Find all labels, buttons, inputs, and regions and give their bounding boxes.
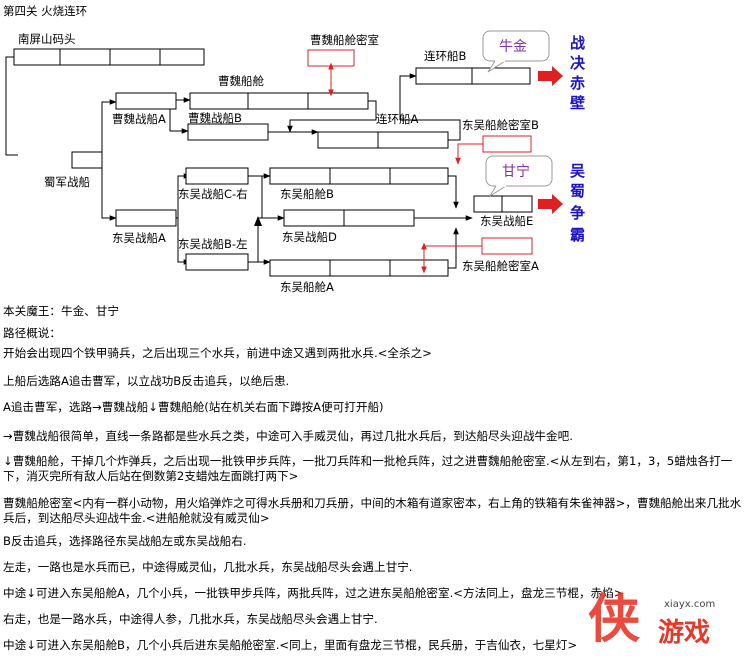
arrow-to-c (176, 173, 191, 219)
label-dongwu-secret-a: 东吴船舱密室A (462, 259, 539, 273)
dock-to-shu (5, 56, 18, 156)
caowei-secret-box (307, 49, 355, 67)
svg-text:吴: 吴 (570, 162, 585, 180)
lianhuan-up-2 (399, 73, 417, 120)
shu-to-dongwu (101, 164, 117, 221)
boss-niujin: 牛金 (499, 39, 527, 55)
svg-text:壁: 壁 (570, 94, 585, 112)
dongwu-hold-a-bar (269, 259, 449, 277)
lianhuan-up-1 (416, 119, 461, 141)
boss-ganning: 甘宁 (502, 163, 530, 180)
label-lianhuan-a: 连环船A (376, 112, 418, 126)
arrow-b-up-head (254, 216, 262, 226)
niujin-bubble: 牛金 (482, 30, 550, 73)
label-dongwu-secret-b: 东吴船舱密室B (462, 118, 539, 132)
label-dongwu-hold-b: 东吴船舱B (280, 187, 334, 201)
shu-to-caowei (101, 99, 117, 156)
boss-line: 本关魔王：牛金、甘宁 (3, 304, 119, 318)
arrow-ship-down (287, 100, 377, 133)
caowei-a-box (115, 92, 177, 110)
route-heading: 路径概说： (3, 326, 61, 340)
paragraph: B反击追兵，选择路径东吴战船左或东吴战船右. (3, 534, 247, 548)
watermark-logo: 侠 (588, 589, 640, 650)
label-dongwu-e: 东吴战船E (480, 214, 533, 228)
svg-text:赤: 赤 (570, 74, 585, 92)
label-dongwu-c: 东吴战船C-右 (178, 187, 248, 201)
label-lianhuan-b: 连环船B (424, 49, 466, 63)
paragraph: ↓曹魏船舱，干掉几个炸弹兵，之后出现一批铁甲步兵阵，一批刀兵阵和一批枪兵阵，过之… (3, 454, 733, 483)
end-arrow-2 (538, 194, 563, 214)
svg-text:蜀: 蜀 (570, 182, 585, 200)
paragraph: 中途↓可进入东吴船舱B，几个小兵后进东吴船舱密室.<同上，里面有盘龙三节棍，民兵… (3, 638, 578, 652)
dongwu-secret-a-box (481, 237, 533, 255)
watermark: 侠 xiayx.com 游戏 (582, 577, 752, 659)
label-dongwu-hold-a: 东吴船舱A (280, 280, 334, 294)
label-caowei-a: 曹魏战船A (112, 112, 166, 126)
dongwu-hold-b-bar (269, 167, 449, 185)
label-caowei-ship: 曹魏船舱 (218, 74, 264, 88)
label-dongwu-b: 东吴战船B-左 (178, 237, 248, 251)
route-map: 第四关 火烧连环 南屏山码头 蜀军战船 曹魏战船A 曹魏船舱 曹魏船舱密室 曹魏… (3, 4, 586, 294)
paragraph: →曹魏战船很简单，直线一条路都是些水兵之类，中途可入手威灵仙，再过几批水兵后，到… (3, 429, 573, 443)
end-arrow-1 (538, 66, 563, 86)
dongwu-e-bar (473, 195, 533, 213)
paragraph: 右走，也是一路水兵，中途得人参，几批水兵，东吴战船尽头会遇上甘宁. (3, 612, 378, 626)
label-shujun: 蜀军战船 (44, 175, 90, 189)
dongwu-a-box (115, 209, 177, 227)
label-dongwu-a: 东吴战船A (112, 231, 166, 245)
caowei-b-bar (187, 123, 269, 141)
svg-text:霸: 霸 (570, 226, 585, 244)
paragraph: 曹魏船舱密室<内有一群小动物，用火焰弹炸之可得水兵册和刀兵册，中间的木箱有道家密… (3, 496, 742, 525)
end-text-2: 吴 蜀 争 霸 (570, 162, 585, 244)
svg-text:决: 决 (570, 54, 586, 72)
dongwu-d-bar (283, 209, 415, 227)
label-caowei-secret: 曹魏船舱密室 (310, 33, 379, 47)
end-text-1: 战 决 赤 壁 (570, 34, 586, 112)
dongwu-secret-b-box (482, 135, 532, 153)
svg-text:争: 争 (570, 204, 585, 222)
watermark-url: xiayx.com (664, 599, 715, 610)
dock-bar (13, 48, 205, 66)
lianhuan-b-bar (415, 67, 531, 85)
label-nanping: 南屏山码头 (18, 32, 76, 46)
paragraph: 左走，一路也是水兵而已，中途得威灵仙，几批水兵，东吴战船尽头会遇上甘宁. (3, 560, 413, 574)
paragraph: A追击曹军，选路→曹魏战船↓曹魏船舱(站在机关右面下蹲按A便可打开船) (3, 400, 384, 414)
shu-ship-box (71, 151, 103, 169)
caowei-ship-bar (189, 92, 369, 110)
secret-link-2 (455, 143, 483, 165)
arrow-holda-e (448, 227, 459, 269)
arrow-a-b (169, 109, 189, 134)
ganning-bubble: 甘宁 (485, 155, 553, 197)
page-title: 第四关 火烧连环 (3, 4, 87, 18)
svg-text:战: 战 (570, 34, 585, 52)
watermark-brand: 游戏 (658, 618, 710, 648)
paragraph: 上船后选路A追击曹军，以立战功B反击追兵，以绝后患. (3, 374, 290, 388)
lianhuan-a-bar (317, 131, 449, 149)
dongwu-b-box (185, 253, 249, 271)
dongwu-c-box (185, 167, 249, 185)
arrow-holdb-e (448, 175, 459, 209)
paragraph: 中途↓可进入东吴船舱A，几个小兵，一批铁甲步兵阵，两批兵阵，过之进东吴船舱密室.… (3, 586, 624, 600)
label-dongwu-d: 东吴战船D (282, 230, 337, 244)
label-caowei-b: 曹魏战船B (188, 111, 242, 125)
paragraph: 开始会出现四个铁甲骑兵，之后出现三个水兵，前进中途又遇到两批水兵.<全杀之> (3, 346, 432, 360)
